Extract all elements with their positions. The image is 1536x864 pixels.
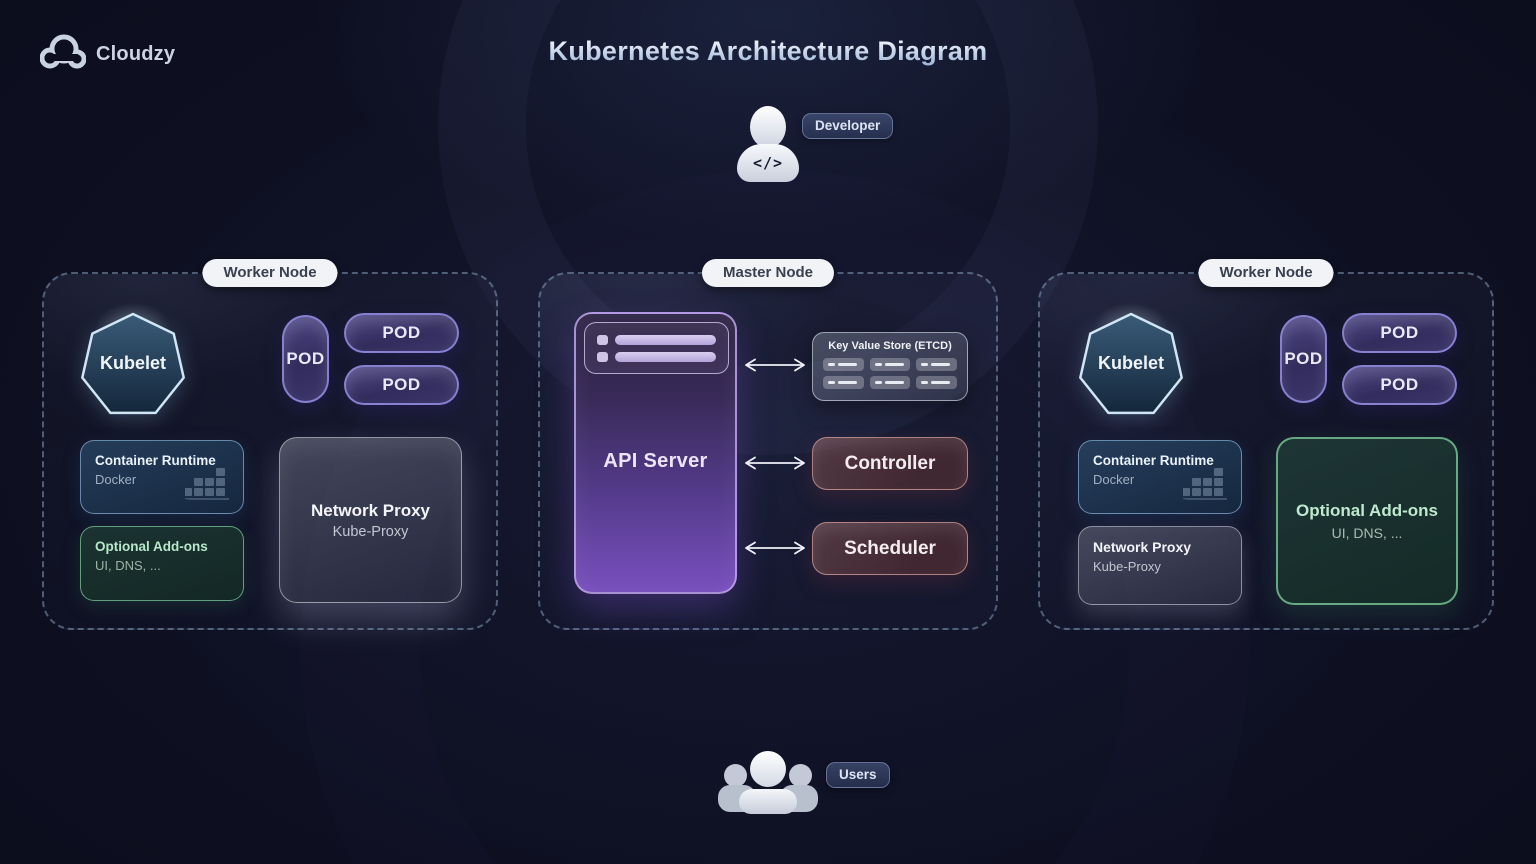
kv-pill-icon xyxy=(869,376,911,389)
pod-left-bottom: POD xyxy=(344,365,459,405)
container-runtime-right-title: Container Runtime xyxy=(1093,453,1214,468)
container-runtime-left: Container Runtime Docker xyxy=(80,440,244,514)
network-proxy-right-subtitle: Kube-Proxy xyxy=(1093,559,1161,574)
kubelet-heptagon-icon xyxy=(81,312,185,415)
kubelet-left-label: Kubelet xyxy=(99,352,166,373)
arrow-api-scheduler xyxy=(745,541,805,555)
container-runtime-left-subtitle: Docker xyxy=(95,472,137,487)
network-proxy-left-subtitle: Kube-Proxy xyxy=(332,523,409,540)
kv-pill-icon xyxy=(823,358,864,371)
api-server-screen xyxy=(584,322,729,374)
kubelet-right: Kubelet xyxy=(1079,285,1183,415)
page-title: Kubernetes Architecture Diagram xyxy=(0,36,1536,67)
pod-right-top: POD xyxy=(1342,313,1457,353)
kubelet-heptagon-icon xyxy=(1079,312,1183,415)
etcd-kv-grid xyxy=(823,358,957,389)
worker-node-right-label: Worker Node xyxy=(1198,259,1334,287)
optional-addons-right: Optional Add-ons UI, DNS, ... xyxy=(1276,437,1458,605)
pod-left-top: POD xyxy=(344,313,459,353)
arrow-api-etcd xyxy=(745,358,805,372)
network-proxy-left: Network Proxy Kube-Proxy xyxy=(279,437,462,603)
master-node: Master Node API Server Key Value Store (… xyxy=(538,259,998,630)
api-screen-row xyxy=(597,351,716,362)
docker-icon xyxy=(181,468,233,505)
worker-node-right: Worker Node Kubelet POD POD POD Containe… xyxy=(1038,259,1494,630)
developer-icon: </> xyxy=(737,106,799,182)
network-proxy-right: Network Proxy Kube-Proxy xyxy=(1078,526,1242,605)
optional-addons-left-subtitle: UI, DNS, ... xyxy=(95,558,161,573)
etcd-store: Key Value Store (ETCD) xyxy=(812,332,968,401)
screen-dot-icon xyxy=(597,334,608,345)
screen-bar-icon xyxy=(615,334,716,345)
etcd-title: Key Value Store (ETCD) xyxy=(828,340,952,352)
worker-node-left-label: Worker Node xyxy=(202,259,338,287)
network-proxy-left-title: Network Proxy xyxy=(310,500,431,520)
container-runtime-left-title: Container Runtime xyxy=(95,453,216,468)
brand-logo: Cloudzy xyxy=(39,34,175,75)
pod-right-bottom: POD xyxy=(1342,365,1457,405)
container-runtime-right-subtitle: Docker xyxy=(1093,472,1135,487)
kv-pill-icon xyxy=(869,358,911,371)
pod-right-vertical: POD xyxy=(1280,315,1327,403)
cloud-logo-icon xyxy=(39,34,87,75)
user-right-head xyxy=(789,764,812,787)
kubelet-right-label: Kubelet xyxy=(1097,352,1164,373)
users-badge: Users xyxy=(826,762,890,788)
kubelet-left: Kubelet xyxy=(81,285,185,415)
brand-name: Cloudzy xyxy=(96,43,175,66)
optional-addons-left-title: Optional Add-ons xyxy=(95,539,208,554)
arrow-api-controller xyxy=(745,456,805,470)
kv-pill-icon xyxy=(916,358,957,371)
worker-node-left: Worker Node Kubelet POD POD POD Containe… xyxy=(42,259,498,630)
user-center-head xyxy=(750,751,786,787)
api-server-label: API Server xyxy=(603,450,708,472)
developer-head xyxy=(750,106,786,148)
api-server: API Server xyxy=(574,312,737,594)
screen-dot-icon xyxy=(597,351,608,362)
kv-pill-icon xyxy=(823,376,864,389)
scheduler-box: Scheduler xyxy=(812,522,968,575)
network-proxy-right-title: Network Proxy xyxy=(1093,539,1192,555)
docker-icon xyxy=(1179,468,1231,505)
optional-addons-right-subtitle: UI, DNS, ... xyxy=(1331,525,1403,541)
user-left-head xyxy=(724,764,747,787)
container-runtime-right: Container Runtime Docker xyxy=(1078,440,1242,514)
users-icon xyxy=(718,750,818,814)
user-center-body xyxy=(739,789,797,814)
pod-left-vertical: POD xyxy=(282,315,329,403)
master-node-label: Master Node xyxy=(701,259,835,287)
code-glyph: </> xyxy=(752,154,784,172)
developer-badge: Developer xyxy=(802,113,894,139)
optional-addons-left: Optional Add-ons UI, DNS, ... xyxy=(80,526,244,601)
api-screen-row xyxy=(597,334,716,345)
kv-pill-icon xyxy=(916,376,957,389)
controller-box: Controller xyxy=(812,437,968,490)
optional-addons-right-title: Optional Add-ons xyxy=(1296,501,1438,520)
screen-bar-icon xyxy=(615,351,716,362)
developer-body: </> xyxy=(737,144,799,182)
